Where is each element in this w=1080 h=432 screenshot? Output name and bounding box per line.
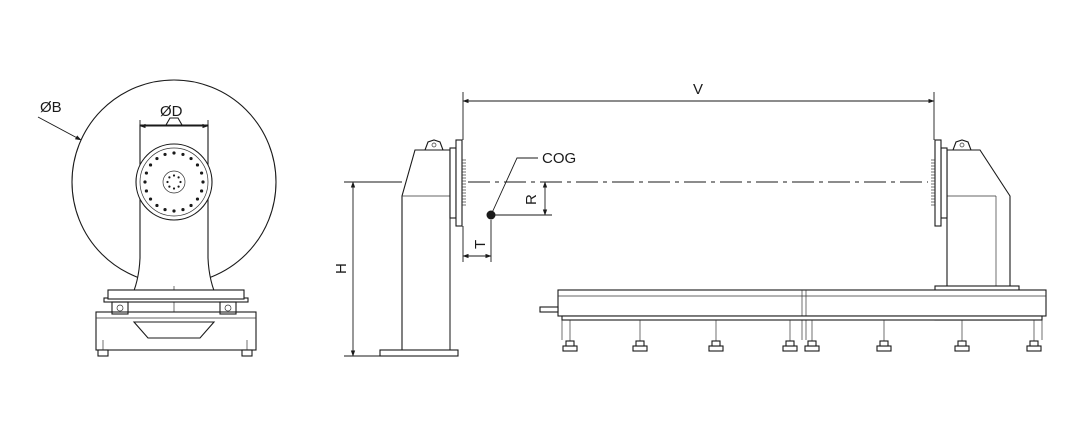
bolt-hole (148, 163, 153, 167)
foot-nut (565, 340, 575, 347)
label-r: R (523, 194, 540, 205)
bolt-hole (195, 197, 200, 201)
bolt-hole (195, 163, 200, 167)
center-hole (177, 176, 180, 179)
label-v: V (693, 81, 703, 98)
leveling-foot (804, 345, 820, 352)
center-hole (168, 176, 171, 179)
bolt-hole (199, 171, 204, 175)
dimension-dia-b: ØB (37, 99, 82, 141)
bolt-hole (199, 189, 204, 193)
leveling-foot (562, 345, 578, 352)
faceplate (135, 143, 213, 221)
headstock-upright (401, 149, 451, 357)
center-hole (172, 174, 176, 177)
base-frame (95, 289, 257, 357)
bolt-hole (181, 152, 185, 157)
bolt-hole (148, 197, 153, 201)
bolt-hole (181, 207, 185, 212)
foot-nut (711, 340, 721, 347)
bolt-hole (189, 156, 193, 161)
foot-nut (879, 340, 889, 347)
dimension-t: T (462, 220, 492, 262)
dimension-h: H (333, 181, 402, 357)
foot-nut (785, 340, 795, 347)
leveling-foot (708, 345, 724, 352)
bolt-hole (189, 203, 193, 208)
leveling-foot (1026, 345, 1042, 352)
foot-nut (635, 340, 645, 347)
label-h: H (333, 263, 350, 274)
center-hole (177, 185, 180, 188)
bolt-hole (163, 152, 167, 157)
bolt-hole (144, 189, 149, 193)
rail-bed (539, 289, 1047, 352)
foot-nut (1029, 340, 1039, 347)
leveling-foot (876, 345, 892, 352)
end-view: ØD ØB (37, 79, 277, 357)
bolt-hole (155, 156, 159, 161)
leveling-foot (954, 345, 970, 352)
bolt-hole (172, 151, 176, 155)
bolt-hole (144, 171, 149, 175)
label-t: T (472, 240, 489, 249)
label-dia-d: ØD (160, 103, 183, 120)
bolt-hole (163, 207, 167, 212)
bolt-hole (172, 209, 176, 213)
center-of-gravity: COG (486, 150, 576, 220)
tailstock-upright (946, 149, 1011, 293)
center-hole (172, 187, 176, 190)
leveling-foot (782, 345, 798, 352)
foot-nut (807, 340, 817, 347)
center-hole (179, 180, 182, 184)
label-cog: COG (542, 150, 576, 167)
headstock (379, 139, 466, 357)
foot-nut (957, 340, 967, 347)
center-hole (166, 180, 169, 184)
dimension-v: V (462, 81, 935, 140)
bolt-hole (201, 180, 205, 184)
bolt-hole (143, 180, 147, 184)
bolt-hole (155, 203, 159, 208)
leveling-foot (632, 345, 648, 352)
dimension-dia-d: ØD (139, 103, 209, 129)
center-hole (168, 185, 171, 188)
label-dia-b: ØB (40, 99, 62, 116)
dimension-r: R (491, 181, 552, 216)
